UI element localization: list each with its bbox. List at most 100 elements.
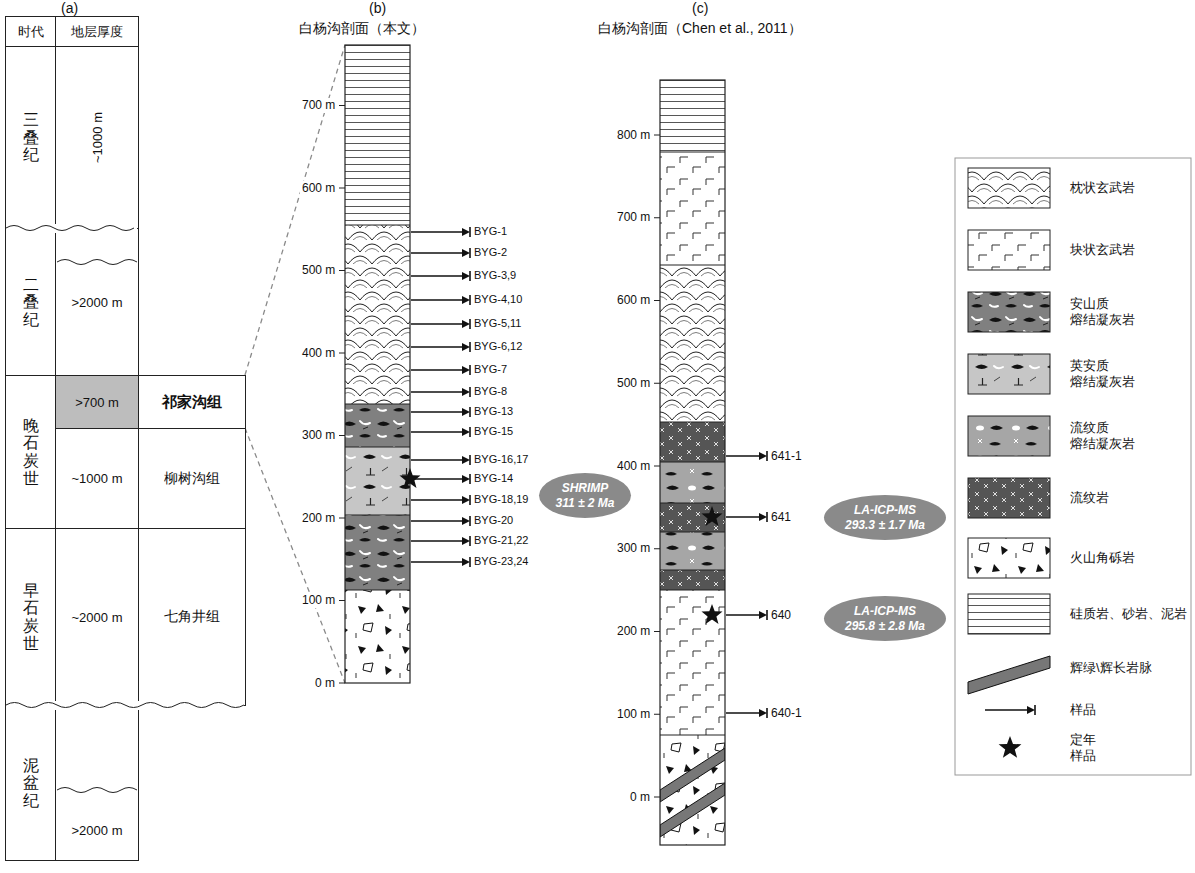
label-holder: BYG-21,22 bbox=[474, 534, 528, 548]
date-text: LA-ICP-MS bbox=[854, 604, 916, 618]
line-shape bbox=[469, 248, 471, 258]
sample-label: BYG-15 bbox=[474, 425, 513, 439]
depth-label: 500 m bbox=[615, 376, 652, 391]
path-shape bbox=[759, 709, 767, 717]
label-holder: BYG-5,11 bbox=[474, 317, 522, 331]
sample-arrow bbox=[411, 557, 470, 567]
label-holder: 300 m bbox=[300, 428, 337, 443]
rect-shape bbox=[660, 462, 725, 503]
path-shape bbox=[462, 249, 470, 257]
path-shape bbox=[462, 343, 470, 351]
label-holder: BYG-18,19 bbox=[474, 493, 528, 507]
depth-tick bbox=[339, 683, 345, 684]
label-holder: 块状玄武岩 bbox=[1070, 242, 1135, 258]
strata-cell: 晚石炭世 bbox=[5, 375, 56, 529]
line-shape bbox=[469, 516, 471, 526]
cell-text: 晚石炭世 bbox=[23, 417, 39, 487]
g-shape bbox=[660, 748, 725, 837]
path-shape bbox=[759, 611, 767, 619]
rect-shape bbox=[345, 225, 410, 404]
sample-label: BYG-13 bbox=[474, 405, 513, 419]
dating-oval: LA-ICP-MS295.8 ± 2.8 Ma bbox=[823, 595, 947, 642]
dated-sample-star bbox=[702, 604, 723, 624]
line-shape bbox=[726, 516, 760, 517]
depth-label: 200 m bbox=[300, 511, 337, 526]
date-text: 293.3 ± 1.7 Ma bbox=[845, 518, 925, 532]
cell-text: ~2000 m bbox=[72, 610, 123, 625]
sample-label: BYG-20 bbox=[474, 514, 513, 528]
cell-text: ~1000 m bbox=[89, 112, 104, 163]
zoom-guide-line bbox=[245, 428, 345, 683]
sample-label: BYG-5,11 bbox=[474, 317, 522, 331]
rect-shape bbox=[660, 590, 725, 735]
depth-tick bbox=[339, 600, 345, 601]
label-holder: 641 bbox=[771, 510, 791, 525]
strata-cell: 七角井组 bbox=[138, 528, 246, 706]
label-holder: BYG-14 bbox=[474, 472, 513, 486]
depth-label: 100 m bbox=[615, 707, 652, 722]
path-shape bbox=[462, 558, 470, 566]
label-holder: 流纹质 熔结凝灰岩 bbox=[1070, 420, 1141, 453]
depth-label: 300 m bbox=[615, 541, 652, 556]
sample-label: 640-1 bbox=[771, 706, 802, 721]
rect-shape bbox=[968, 538, 1050, 578]
depth-tick bbox=[339, 518, 345, 519]
label-holder: 100 m bbox=[300, 593, 337, 608]
path-shape bbox=[759, 513, 767, 521]
line-shape bbox=[726, 712, 760, 713]
sample-arrow bbox=[985, 705, 1035, 715]
legend-text: 英安质 熔结凝灰岩 bbox=[1070, 358, 1141, 391]
line-shape bbox=[766, 610, 768, 620]
strata-cell: 时代 bbox=[5, 16, 56, 47]
cell-text: ~1000 m bbox=[72, 471, 123, 486]
sample-arrow bbox=[411, 248, 470, 258]
line-shape bbox=[469, 387, 471, 397]
path-shape bbox=[1027, 706, 1035, 714]
rect-shape bbox=[660, 570, 725, 590]
sample-label: BYG-1 bbox=[474, 225, 507, 239]
cell-text: 三叠纪 bbox=[23, 111, 39, 164]
path-shape bbox=[462, 517, 470, 525]
strata-cell: 祁家沟组 bbox=[138, 375, 246, 429]
line-shape bbox=[469, 271, 471, 281]
line-shape bbox=[985, 709, 1028, 710]
label-holder: 白杨沟剖面（Chen et al., 2011） bbox=[598, 20, 802, 38]
label-holder: 640 bbox=[771, 608, 791, 623]
line-shape bbox=[469, 365, 471, 375]
label-holder: 600 m bbox=[615, 293, 652, 308]
line-shape bbox=[411, 431, 463, 432]
depth-tick bbox=[654, 797, 660, 798]
line-shape bbox=[469, 227, 471, 237]
label-holder: 0 m bbox=[313, 676, 337, 691]
sample-label: BYG-4,10 bbox=[474, 293, 522, 307]
rect-shape bbox=[660, 80, 725, 845]
depth-tick bbox=[339, 435, 345, 436]
sample-label: BYG-8 bbox=[474, 385, 507, 399]
sample-arrow bbox=[726, 610, 767, 620]
depth-label: 700 m bbox=[615, 210, 652, 225]
sample-arrow bbox=[726, 512, 767, 522]
line-shape bbox=[469, 319, 471, 329]
depth-label: 0 m bbox=[313, 676, 337, 691]
cell-text: 二叠纪 bbox=[23, 276, 39, 329]
path-shape bbox=[345, 225, 410, 590]
path-shape bbox=[462, 456, 470, 464]
sample-arrow bbox=[411, 536, 470, 546]
depth-tick bbox=[339, 188, 345, 189]
oval-fill bbox=[824, 596, 946, 641]
cell-text: >700 m bbox=[75, 395, 119, 410]
depth-label: 500 m bbox=[300, 263, 337, 278]
depth-tick bbox=[654, 217, 660, 218]
sample-label: BYG-23,24 bbox=[474, 555, 528, 569]
sample-arrow bbox=[411, 407, 470, 417]
label-holder: 白杨沟剖面（本文） bbox=[299, 20, 425, 38]
cell-text: 地层厚度 bbox=[71, 23, 123, 41]
depth-label: 400 m bbox=[300, 346, 337, 361]
line-shape bbox=[469, 427, 471, 437]
line-shape bbox=[1034, 705, 1036, 715]
legend-text: 辉绿\辉长岩脉 bbox=[1070, 660, 1152, 676]
label-holder: 100 m bbox=[615, 707, 652, 722]
path-shape bbox=[462, 408, 470, 416]
section-title: 白杨沟剖面（本文） bbox=[299, 20, 425, 38]
line-shape bbox=[411, 459, 463, 460]
